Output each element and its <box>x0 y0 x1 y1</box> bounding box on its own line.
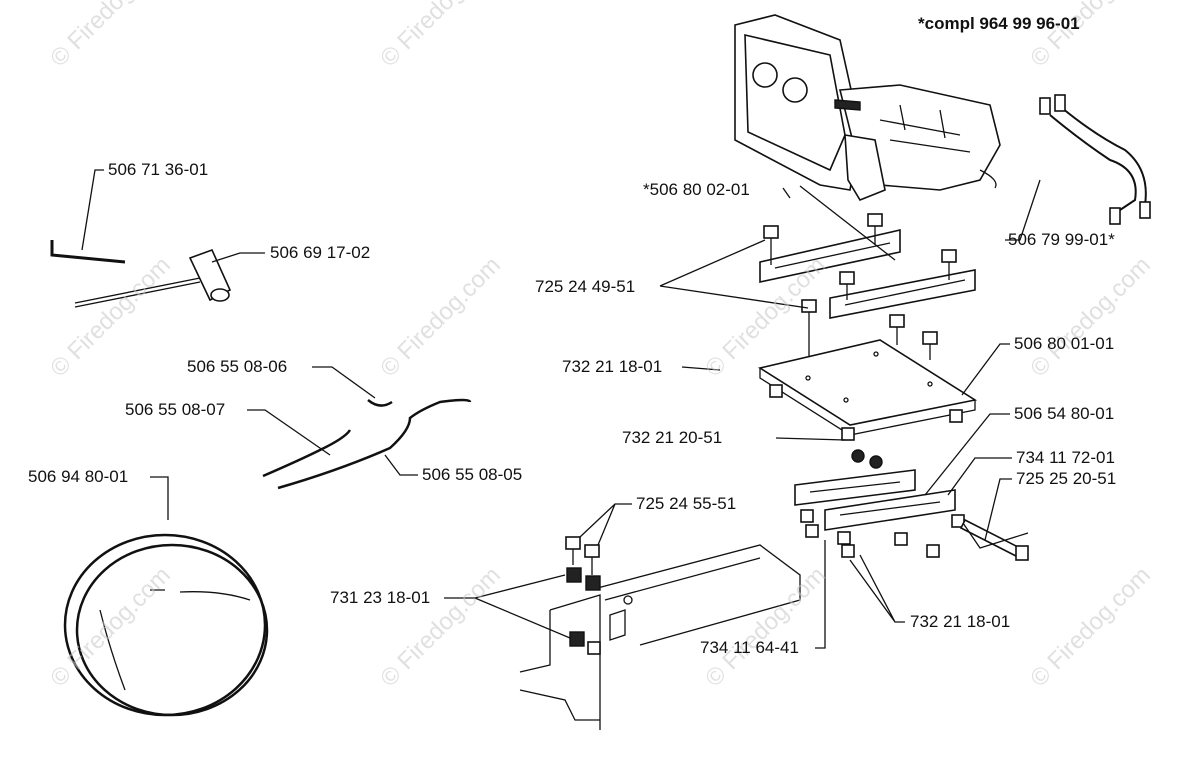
part-label-seat-harness: 506 79 99-01* <box>1008 230 1115 249</box>
part-label-seat-bracket: *506 80 02-01 <box>643 180 750 199</box>
part-label-nut-bracket: 732 21 18-01 <box>910 612 1011 631</box>
seat-plate <box>757 339 978 436</box>
part-label-cable-coil: 506 94 80-01 <box>28 467 129 486</box>
part-label-screws-top: 725 24 49-51 <box>535 277 636 296</box>
seat-illustration <box>734 14 1001 201</box>
seat-harness-illustration <box>1039 94 1151 225</box>
screws-top <box>763 213 957 378</box>
compl-label: *compl 964 99 96-01 <box>918 14 1080 33</box>
part-label-cable-c: 506 55 08-05 <box>422 465 523 484</box>
part-label-long-bolt: 725 25 20-51 <box>1016 469 1117 488</box>
part-label-socket-wrench: 506 69 17-02 <box>270 243 371 262</box>
part-label-washer: 734 11 72-01 <box>1016 448 1115 467</box>
part-label-washer-bracket: 734 11 64-41 <box>700 638 799 657</box>
part-label-wrench: 506 71 36-01 <box>108 160 209 179</box>
cables-illustration <box>262 398 472 490</box>
cable-coil-illustration <box>63 533 269 717</box>
leader-lines <box>81 169 1041 649</box>
frame <box>519 544 801 730</box>
part-label-nut-frame: 731 23 18-01 <box>330 588 431 607</box>
socket-wrench-illustration <box>74 248 232 308</box>
long-bolt <box>959 518 1029 561</box>
seat-rails <box>759 228 976 319</box>
part-label-nut-plate: 732 21 18-01 <box>562 357 663 376</box>
frame-fasteners <box>565 536 601 655</box>
part-label-cable-b: 506 55 08-07 <box>125 400 226 419</box>
part-label-cable-a: 506 55 08-06 <box>187 357 288 376</box>
part-label-nut-small: 732 21 20-51 <box>622 428 723 447</box>
part-label-bracket: 506 54 80-01 <box>1014 404 1115 423</box>
wrench-illustration <box>50 240 126 264</box>
bracket <box>794 469 965 558</box>
part-label-screws-frame: 725 24 55-51 <box>636 494 737 513</box>
part-label-seat-plate: 506 80 01-01 <box>1014 334 1115 353</box>
nuts-plate <box>769 384 963 469</box>
